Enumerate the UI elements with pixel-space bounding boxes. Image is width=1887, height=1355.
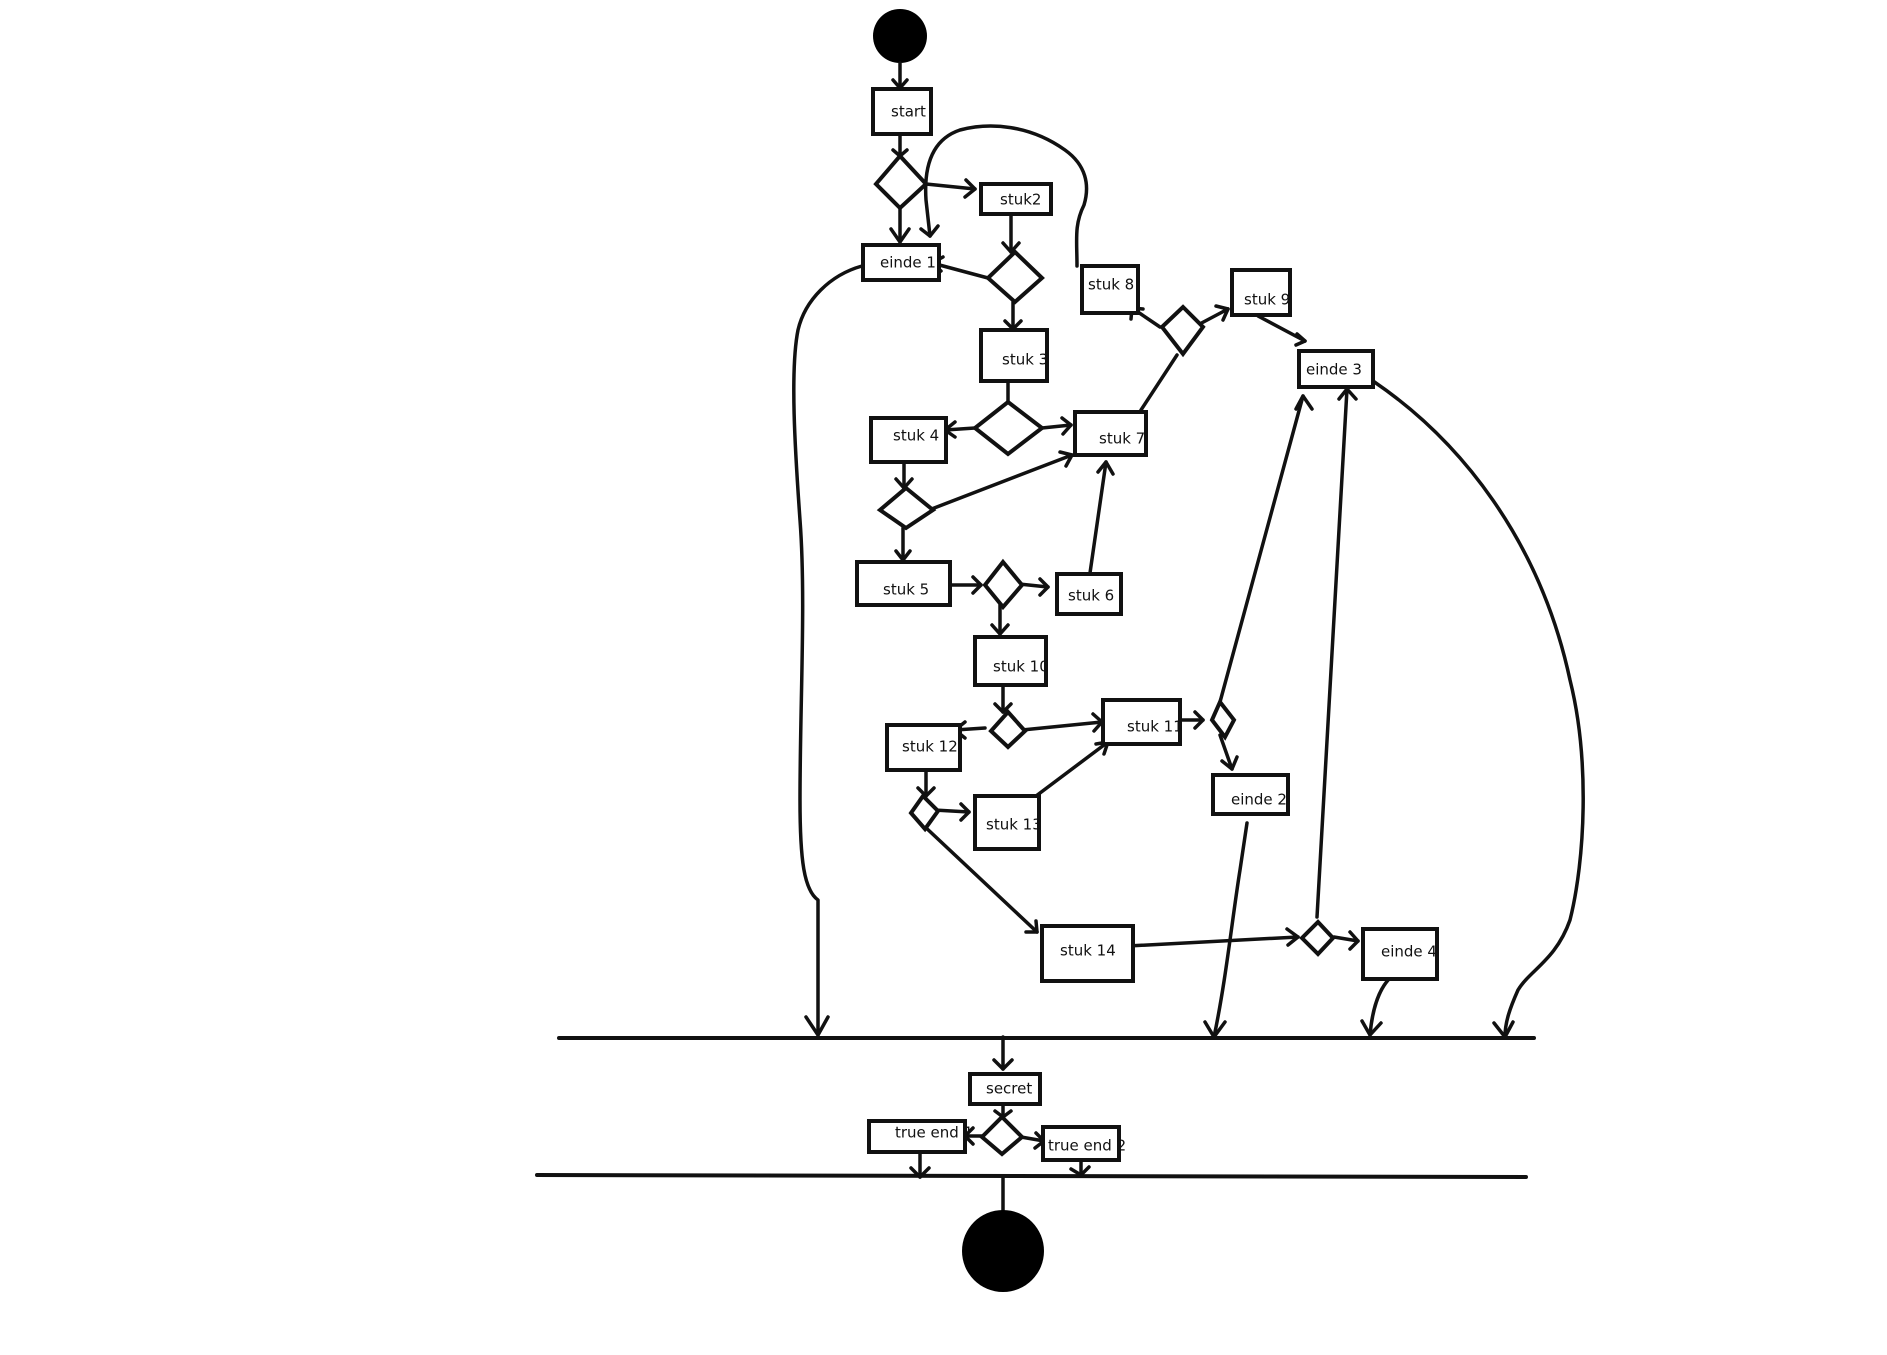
decision-diamond bbox=[1209, 698, 1237, 741]
svg-text:stuk 5: stuk 5 bbox=[883, 581, 929, 599]
svg-text:secret: secret bbox=[986, 1080, 1032, 1098]
node-einde1: einde 1 bbox=[861, 243, 941, 282]
node-einde2: einde 2 bbox=[1211, 773, 1290, 816]
svg-text:stuk 6: stuk 6 bbox=[1068, 587, 1114, 605]
node-stuk7: stuk 7 bbox=[1073, 410, 1148, 457]
decision-diamond bbox=[908, 792, 941, 833]
edges bbox=[792, 61, 1585, 1214]
svg-text:stuk 8: stuk 8 bbox=[1088, 276, 1134, 294]
svg-text:einde 4: einde 4 bbox=[1381, 943, 1437, 961]
node-stuk12: stuk 12 bbox=[885, 723, 962, 772]
decision-diamond bbox=[1159, 304, 1206, 358]
svg-text:stuk 11: stuk 11 bbox=[1127, 718, 1183, 736]
node-einde4: einde 4 bbox=[1361, 927, 1439, 981]
node-true-end-2: true end 2 bbox=[1041, 1125, 1126, 1162]
svg-text:stuk 14: stuk 14 bbox=[1060, 942, 1116, 960]
decision-diamond bbox=[971, 399, 1046, 457]
svg-text:stuk 9: stuk 9 bbox=[1244, 291, 1290, 309]
svg-text:stuk2: stuk2 bbox=[1000, 191, 1041, 209]
decision-diamond bbox=[979, 1114, 1025, 1157]
node-stuk14: stuk 14 bbox=[1040, 924, 1135, 983]
node-secret: secret bbox=[968, 1072, 1042, 1106]
svg-text:einde 3: einde 3 bbox=[1306, 361, 1362, 379]
decision-diamond bbox=[873, 152, 929, 211]
svg-text:stuk 10: stuk 10 bbox=[993, 658, 1049, 676]
node-true-end-1: true end 1 bbox=[867, 1119, 973, 1154]
svg-text:stuk 7: stuk 7 bbox=[1099, 430, 1145, 448]
node-stuk5: stuk 5 bbox=[855, 560, 952, 607]
svg-text:true end 2: true end 2 bbox=[1048, 1137, 1126, 1155]
decision-diamond bbox=[985, 249, 1045, 305]
decision-nodes bbox=[873, 152, 1336, 1157]
node-stuk13: stuk 13 bbox=[973, 794, 1042, 851]
svg-text:stuk 12: stuk 12 bbox=[902, 738, 958, 756]
node-stuk2: stuk2 bbox=[979, 182, 1053, 216]
node-stuk10: stuk 10 bbox=[973, 635, 1049, 687]
final-node bbox=[962, 1210, 1044, 1292]
node-stuk4: stuk 4 bbox=[869, 416, 948, 464]
svg-text:stuk 4: stuk 4 bbox=[893, 427, 939, 445]
node-stuk8: stuk 8 bbox=[1080, 264, 1140, 315]
node-einde3: einde 3 bbox=[1297, 349, 1375, 389]
svg-text:stuk 3: stuk 3 bbox=[1002, 351, 1048, 369]
svg-text:start: start bbox=[891, 103, 926, 121]
svg-text:true end 1: true end 1 bbox=[895, 1124, 973, 1142]
node-stuk6: stuk 6 bbox=[1055, 572, 1123, 616]
sync-bar-2 bbox=[535, 1173, 1528, 1179]
decision-diamond bbox=[1299, 919, 1336, 957]
node-stuk11: stuk 11 bbox=[1101, 698, 1183, 746]
svg-text:stuk 13: stuk 13 bbox=[986, 816, 1042, 834]
svg-text:einde 2: einde 2 bbox=[1231, 791, 1287, 809]
decision-diamond bbox=[982, 558, 1025, 611]
decision-diamond bbox=[876, 485, 937, 531]
decision-diamond bbox=[988, 709, 1028, 750]
initial-node bbox=[873, 9, 927, 63]
node-stuk9: stuk 9 bbox=[1230, 268, 1292, 317]
node-start: start bbox=[871, 87, 933, 136]
node-stuk3: stuk 3 bbox=[979, 328, 1049, 383]
svg-text:einde 1: einde 1 bbox=[880, 254, 936, 272]
